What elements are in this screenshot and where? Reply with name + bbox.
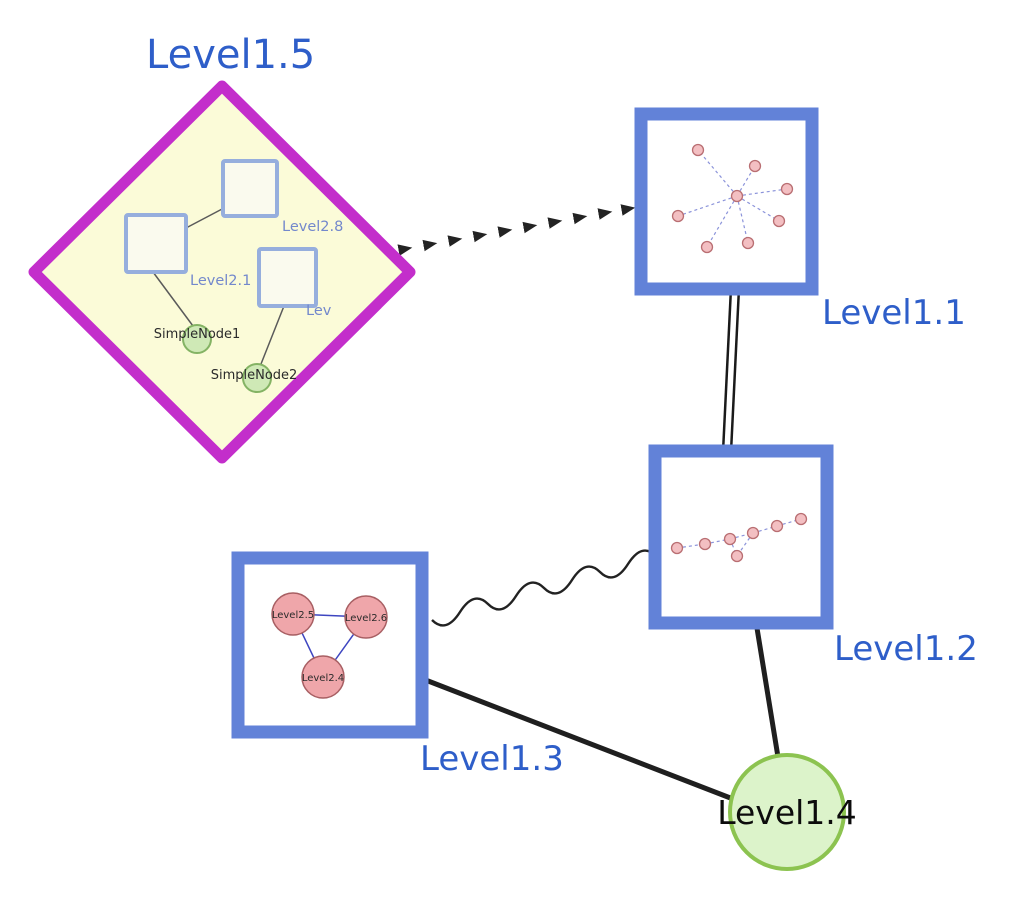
mini-edge[interactable] (736, 532, 754, 557)
mini-node[interactable] (741, 236, 755, 250)
mini-node[interactable] (770, 519, 784, 533)
label-simple-node-1: SimpleNode1 (154, 327, 241, 342)
mini-node[interactable] (670, 541, 684, 555)
level1-3-box[interactable] (231, 551, 429, 739)
node-level1-3[interactable]: Level2.5 Level2.6 Level2.4 (231, 551, 429, 739)
label-level1-2: Level1.2 (834, 629, 978, 669)
label-level2-4: Level2.4 (302, 673, 344, 684)
mini-edge[interactable] (706, 195, 738, 248)
mini-edge[interactable] (736, 195, 749, 244)
node-level2-5[interactable] (271, 592, 315, 636)
node-level2-1[interactable] (124, 213, 188, 274)
diamond-shape[interactable] (28, 80, 416, 464)
label-level2-partial: Lev (306, 303, 332, 319)
level1-1-mini-graph (671, 143, 794, 254)
mini-node[interactable] (794, 512, 808, 526)
mini-node[interactable] (772, 214, 786, 228)
mini-edge[interactable] (736, 188, 788, 197)
node-simple-node-1[interactable] (182, 324, 212, 354)
node-level2-4[interactable] (301, 655, 345, 699)
node-level2-partial[interactable] (257, 247, 318, 308)
double-edge-line-2[interactable] (729, 287, 741, 453)
mini-edge[interactable] (736, 195, 780, 222)
label-level2-1: Level2.1 (190, 273, 251, 289)
label-level1-5: Level1.5 (146, 32, 315, 78)
mini-node[interactable] (730, 189, 744, 203)
mini-node[interactable] (746, 526, 760, 540)
mini-edge[interactable] (676, 543, 706, 549)
label-level1-4: Level1.4 (717, 793, 857, 832)
inner-edge-2[interactable] (152, 271, 194, 327)
double-edge-line-1[interactable] (721, 287, 733, 453)
mini-node[interactable] (780, 182, 794, 196)
level1-2-box[interactable] (648, 444, 834, 630)
node-level1-2[interactable] (648, 444, 834, 630)
node-level1-5[interactable]: Level2.8 Level2.1 Lev SimpleNode1 Simple… (28, 80, 416, 464)
mini-node[interactable] (723, 532, 737, 546)
label-level2-5: Level2.5 (272, 610, 314, 621)
edge-level1-3-to-level1-2[interactable] (431, 549, 657, 627)
mini-edge[interactable] (677, 195, 738, 217)
mini-node[interactable] (698, 537, 712, 551)
mini-node[interactable] (748, 159, 762, 173)
mini-node[interactable] (671, 209, 685, 223)
edge-level1-5-to-level1-1[interactable] (397, 204, 636, 256)
level1-1-box[interactable] (634, 107, 819, 296)
node-level1-4[interactable]: Level1.4 (717, 753, 857, 871)
mini-edge[interactable] (697, 149, 738, 197)
node-level2-6[interactable] (344, 595, 388, 639)
edge-level1-2-to-level1-4[interactable] (753, 619, 781, 760)
node-level2-8[interactable] (221, 159, 279, 218)
label-level1-1: Level1.1 (822, 293, 966, 333)
node-simple-node-2[interactable] (242, 363, 272, 393)
level1-2-mini-graph (670, 512, 808, 563)
mini-node[interactable] (691, 143, 705, 157)
label-level2-6: Level2.6 (345, 613, 387, 624)
level1-4-circle[interactable] (728, 753, 846, 871)
inner-edge-1[interactable] (185, 207, 225, 229)
label-level2-8: Level2.8 (282, 219, 343, 235)
label-level1-3: Level1.3 (420, 739, 564, 779)
mini-node[interactable] (730, 549, 744, 563)
label-simple-node-2: SimpleNode2 (211, 368, 298, 383)
edge-level1-3-to-level1-4[interactable] (420, 676, 736, 802)
mini-edge[interactable] (704, 538, 731, 545)
inner-edge-3[interactable] (260, 305, 285, 365)
node-level1-1[interactable] (634, 107, 819, 296)
edge-level1-1-to-level1-2[interactable] (721, 287, 741, 453)
mini-node[interactable] (700, 240, 714, 254)
